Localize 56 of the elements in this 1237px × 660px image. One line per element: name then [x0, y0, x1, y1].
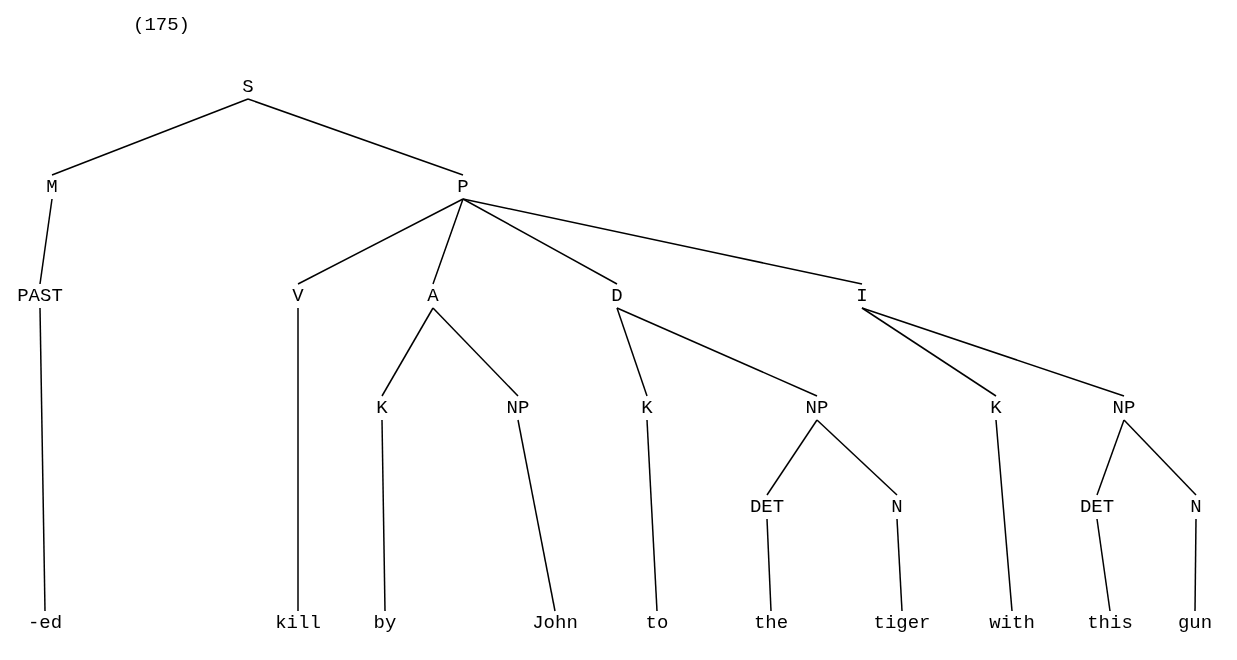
example-number: (175) — [133, 14, 190, 36]
tree-node-label: M — [46, 176, 58, 198]
tree-branch-line — [896, 518, 903, 612]
tree-branch-line — [1096, 419, 1125, 496]
tree-branch-line — [646, 419, 658, 612]
tree-node-label: DET — [749, 496, 785, 518]
tree-branch-line — [816, 419, 898, 496]
tree-branch-line — [616, 307, 648, 397]
tree-node-label: I — [856, 285, 868, 307]
tree-node-label: A — [427, 285, 439, 307]
tree-branch-line — [381, 419, 386, 612]
tree-branch-line — [51, 98, 249, 176]
tree-node-label: N — [891, 496, 903, 518]
tree-branch-line — [766, 518, 772, 612]
tree-node-label: K — [376, 397, 388, 419]
tree-branch-line — [39, 198, 53, 285]
tree-branch-line — [432, 307, 519, 397]
tree-branch-line — [297, 198, 464, 285]
tree-branch-line — [616, 307, 818, 397]
tree-node-label: DET — [1079, 496, 1115, 518]
tree-node-label: NP — [805, 397, 829, 419]
tree-node-label: this — [1087, 612, 1133, 634]
tree-branch-line — [432, 198, 464, 285]
tree-node-label: NP — [1112, 397, 1136, 419]
tree-branch-line — [247, 98, 464, 176]
tree-branch-line — [1096, 518, 1111, 612]
tree-node-label: NP — [506, 397, 530, 419]
tree-node-label: kill — [275, 612, 321, 634]
tree-node-label: PAST — [17, 285, 63, 307]
tree-node-label: gun — [1177, 612, 1213, 634]
tree-branch-line — [381, 307, 434, 397]
tree-branch-line — [39, 307, 46, 612]
tree-node-label: with — [989, 612, 1035, 634]
tree-node-label: -ed — [27, 612, 63, 634]
tree-branch-line — [297, 307, 299, 612]
tree-branch-line — [861, 307, 1125, 397]
tree-branch-line — [517, 419, 556, 612]
tree-node-label: tiger — [873, 612, 931, 634]
tree-node-label: N — [1190, 496, 1202, 518]
tree-node-label: S — [242, 76, 254, 98]
tree-node-label: K — [990, 397, 1002, 419]
tree-branch-line — [995, 419, 1013, 612]
tree-branch-line — [861, 307, 997, 397]
tree-node-label: John — [532, 612, 578, 634]
tree-branch-line — [1123, 419, 1197, 496]
tree-branch-line — [1194, 518, 1197, 612]
tree-branch-line — [462, 198, 618, 285]
tree-node-label: by — [373, 612, 397, 634]
tree-node-label: D — [611, 285, 623, 307]
tree-node-label: the — [753, 612, 789, 634]
tree-branch-line — [766, 419, 818, 496]
tree-node-label: K — [641, 397, 653, 419]
tree-node-label: to — [645, 612, 669, 634]
tree-branch-line — [462, 198, 863, 285]
tree-node-label: P — [457, 176, 469, 198]
tree-node-label: V — [292, 285, 304, 307]
